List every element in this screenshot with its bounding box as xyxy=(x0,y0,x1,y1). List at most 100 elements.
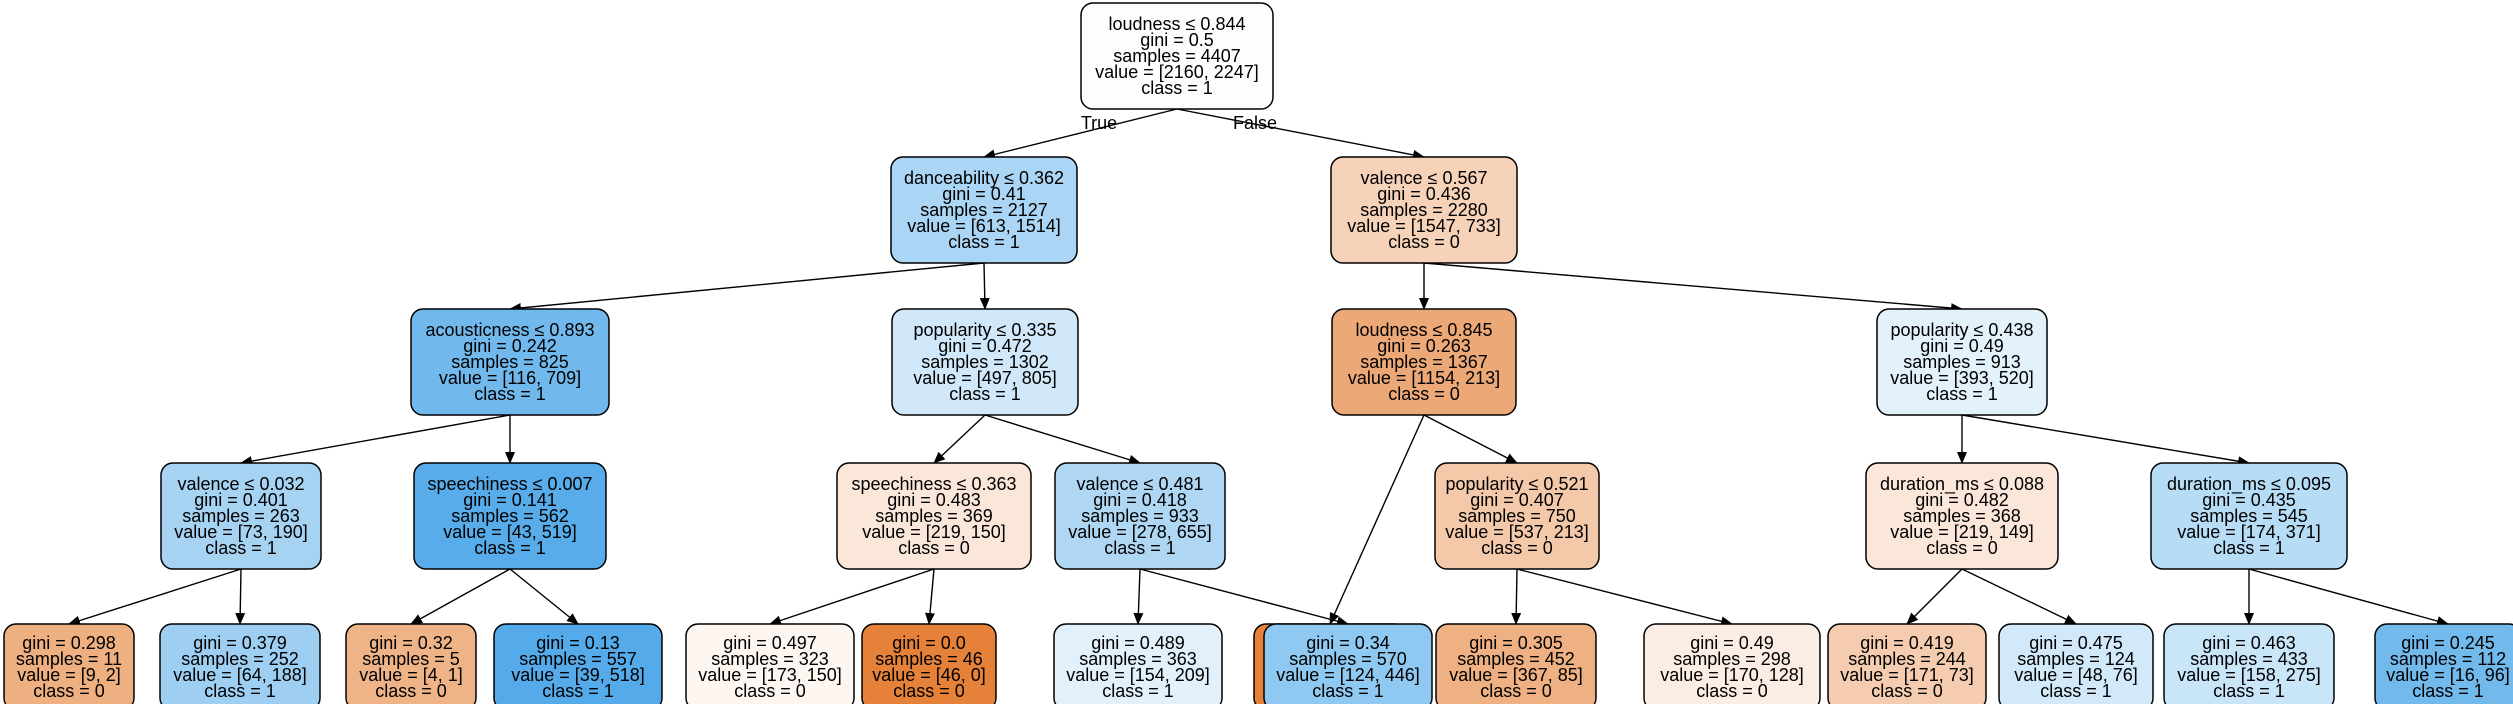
node-text-line: class = 1 xyxy=(948,232,1020,252)
edge-arrow xyxy=(1906,568,1963,625)
edge-arrow xyxy=(509,568,579,625)
node-text-line: class = 1 xyxy=(542,681,614,701)
node-text-line: gini = 0.298 xyxy=(22,633,116,653)
node-box xyxy=(891,308,1079,416)
tree-edge xyxy=(984,414,1141,465)
node-text-line: value = [73, 190] xyxy=(174,522,308,542)
tree-edge: True xyxy=(983,108,1178,160)
edge-arrow xyxy=(1176,108,1425,160)
node-text-line: class = 0 xyxy=(1388,384,1460,404)
tree-edge xyxy=(1423,262,1963,314)
node-text-line: class = 1 xyxy=(1312,681,1384,701)
tree-edge xyxy=(1139,568,1349,627)
tree-edge xyxy=(925,568,935,625)
edge-arrow xyxy=(410,568,511,625)
node-box xyxy=(861,623,997,704)
edge-arrow xyxy=(983,108,1178,160)
node-text-line: class = 1 xyxy=(1141,78,1213,98)
node-text-line: value = [613, 1514] xyxy=(907,216,1061,236)
tree-edge xyxy=(68,568,242,626)
node-text-line: valence ≤ 0.032 xyxy=(178,474,305,494)
node-text-line: value = [158, 275] xyxy=(2177,665,2321,685)
node-text-line: loudness ≤ 0.844 xyxy=(1109,14,1246,34)
tree-edge xyxy=(240,414,511,466)
node-box xyxy=(1865,462,2059,570)
node-text-line: value = [219, 150] xyxy=(862,522,1006,542)
node-text-line: samples = 363 xyxy=(1079,649,1197,669)
node-text-line: gini = 0.463 xyxy=(2202,633,2296,653)
node-text-line: gini = 0.32 xyxy=(369,633,453,653)
edge-arrow xyxy=(1961,414,2250,467)
node-text-line: class = 0 xyxy=(33,681,105,701)
node-text-line: class = 1 xyxy=(474,384,546,404)
node-text-line: value = [170, 128] xyxy=(1660,665,1804,685)
node-text-line: samples = 11 xyxy=(16,649,122,669)
node-text-line: class = 1 xyxy=(204,681,276,701)
node-text-line: samples = 368 xyxy=(1903,506,2021,526)
node-text-line: popularity ≤ 0.438 xyxy=(1891,320,2034,340)
node-text-line: value = [124, 446] xyxy=(1276,665,1420,685)
node-text-line: value = [537, 213] xyxy=(1445,522,1589,542)
node-text-line: samples = 2280 xyxy=(1360,200,1488,220)
node-text-line: samples = 112 xyxy=(2390,649,2506,669)
node-text-line: valence ≤ 0.567 xyxy=(1361,168,1488,188)
node-text-line: gini = 0.141 xyxy=(463,490,557,510)
node-text-line: value = [39, 518] xyxy=(511,665,645,685)
node-text-line: value = [497, 805] xyxy=(913,368,1057,388)
node-text-line: gini = 0.419 xyxy=(1860,633,1954,653)
tree-edge xyxy=(1961,568,2077,625)
node-box xyxy=(1080,2,1274,110)
node-text-line: popularity ≤ 0.335 xyxy=(914,320,1057,340)
edge-arrow xyxy=(925,568,935,625)
node-text-line: samples = 46 xyxy=(875,649,983,669)
node-text-line: speechiness ≤ 0.007 xyxy=(428,474,593,494)
edge-arrow xyxy=(1329,414,1425,625)
tree-edge xyxy=(769,568,935,626)
node-box xyxy=(685,623,855,704)
edge-arrow xyxy=(984,414,1141,465)
node-text-line: samples = 263 xyxy=(182,506,300,526)
node-box xyxy=(1435,623,1597,704)
node-text-line: gini = 0.245 xyxy=(2401,633,2495,653)
node-box xyxy=(2374,623,2513,704)
node-text-line: duration_ms ≤ 0.088 xyxy=(1880,474,2044,495)
node-text-line: class = 1 xyxy=(2412,681,2484,701)
node-text-line: samples = 4407 xyxy=(1113,46,1241,66)
node-text-line: duration_ms ≤ 0.095 xyxy=(2167,474,2331,495)
node-text-line: class = 0 xyxy=(1481,538,1553,558)
node-text-line: samples = 369 xyxy=(875,506,993,526)
node-text-line: samples = 2127 xyxy=(920,200,1048,220)
node-text-line: gini = 0.305 xyxy=(1469,633,1563,653)
edge-arrow xyxy=(68,568,242,626)
node-text-line: class = 1 xyxy=(1926,384,1998,404)
node-text-line: gini = 0.34 xyxy=(1306,633,1390,653)
node-text-line: samples = 562 xyxy=(451,506,569,526)
edge-arrow xyxy=(769,568,935,626)
node-text-line: valence ≤ 0.481 xyxy=(1077,474,1204,494)
node-text-line: samples = 298 xyxy=(1673,649,1791,669)
node-text-line: gini = 0.263 xyxy=(1377,336,1471,356)
node-text-line: class = 1 xyxy=(1102,681,1174,701)
tree-edge xyxy=(1423,414,1518,464)
node-text-line: value = [48, 76] xyxy=(2014,665,2138,685)
edge-arrow xyxy=(509,262,985,313)
node-text-line: samples = 433 xyxy=(2190,649,2308,669)
node-box xyxy=(1330,156,1518,264)
node-text-line: gini = 0.483 xyxy=(887,490,981,510)
node-text-line: acousticness ≤ 0.893 xyxy=(426,320,595,340)
